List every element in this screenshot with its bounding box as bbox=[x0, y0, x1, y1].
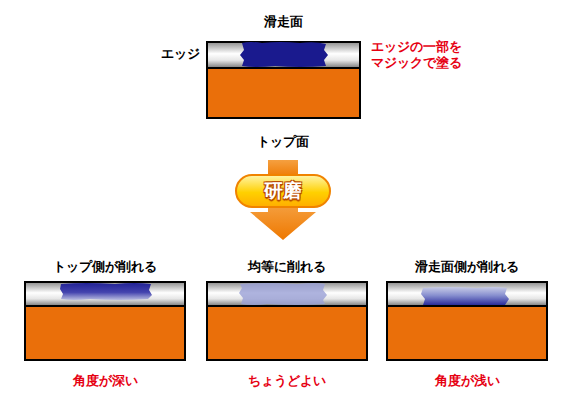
part-label: 滑走面 bbox=[264, 14, 303, 30]
edge-section bbox=[207, 282, 367, 360]
part-label: トップ面 bbox=[257, 134, 309, 150]
note-label: 角度が深い bbox=[73, 373, 138, 389]
note-label: 角度が浅い bbox=[435, 373, 500, 389]
part-label: エッジ bbox=[161, 46, 200, 62]
part-label: トップ側が削れる bbox=[53, 259, 157, 275]
note-label: エッジの一部を マジックで塗る bbox=[371, 39, 466, 72]
edge-section bbox=[387, 282, 547, 360]
note-label: ちょうどよい bbox=[248, 373, 326, 389]
edge-section bbox=[25, 282, 185, 360]
part-label: 均等に削れる bbox=[248, 259, 326, 275]
edge-section bbox=[207, 42, 360, 118]
process-pill: 研磨 bbox=[235, 174, 331, 208]
part-label: 滑走面側が削れる bbox=[415, 259, 519, 275]
node-text: 研磨 bbox=[264, 178, 302, 204]
